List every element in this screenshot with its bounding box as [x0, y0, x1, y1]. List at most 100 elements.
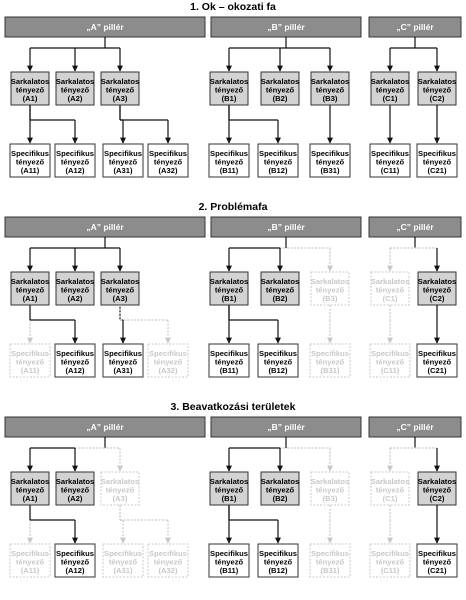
specific-box [309, 143, 351, 178]
box-label-line: Specifikus [104, 549, 142, 558]
box-label-line: Sarkalatos [371, 477, 409, 486]
specific-box [102, 143, 144, 178]
box-label-line: (B2) [273, 94, 288, 103]
factor-box [100, 71, 140, 106]
box-label-line: tényező [61, 558, 90, 567]
factor-box [260, 71, 300, 106]
section-title: 2. Problémafa [199, 201, 268, 213]
factor-box [310, 271, 350, 306]
box-label-line: Sarkalatos [210, 477, 248, 486]
box-label-line: tényező [376, 558, 405, 567]
box-label-line: (B11) [220, 166, 239, 175]
specific-box [257, 143, 299, 178]
section-title: 3. Beavatkozási területek [171, 401, 296, 413]
box-label-line: (A1) [23, 94, 38, 103]
box-label-line: tényező [423, 558, 452, 567]
specific-box [54, 143, 96, 178]
box-label-line: (B2) [273, 494, 288, 503]
box-label-line: Specifikus [371, 549, 409, 558]
box-label-line: Sarkalatos [101, 77, 139, 86]
box-label-line: Sarkalatos [11, 277, 49, 286]
box-label-line: (C1) [383, 294, 398, 303]
specific-box [9, 343, 51, 378]
box-label-line: tényező [376, 86, 405, 95]
box-label-line: (A1) [23, 494, 38, 503]
box-label-line: tényező [264, 558, 293, 567]
pillar-label: „B” pillér [267, 222, 305, 232]
box-label-line: (A1) [23, 294, 38, 303]
factor-box [100, 471, 140, 506]
specific-box [309, 543, 351, 578]
box-label-line: tényező [316, 86, 345, 95]
box-label-line: tényező [316, 358, 345, 367]
pillar-label: „C” pillér [396, 222, 434, 232]
box-label-line: Sarkalatos [311, 77, 349, 86]
box-label-line: tényező [215, 286, 244, 295]
box-label-line: tényező [266, 286, 295, 295]
box-label-line: Sarkalatos [418, 477, 456, 486]
box-label-line: (A2) [68, 94, 83, 103]
factor-box [55, 471, 95, 506]
box-label-line: tényező [16, 158, 45, 167]
box-label-line: Specifikus [104, 149, 142, 158]
specific-box [102, 343, 144, 378]
box-label-line: (C11) [381, 166, 400, 175]
box-label-line: tényező [264, 158, 293, 167]
box-label-line: tényező [316, 286, 345, 295]
box-label-line: Specifikus [56, 149, 94, 158]
box-label-line: Specifikus [418, 349, 456, 358]
factor-box [260, 471, 300, 506]
box-label-line: tényező [215, 86, 244, 95]
box-label-line: tényező [109, 158, 138, 167]
box-label-line: (A3) [113, 94, 128, 103]
pillar-label: „A” pillér [86, 422, 124, 432]
box-label-line: tényező [61, 286, 90, 295]
section-title: 1. Ok – okozati fa [190, 1, 276, 13]
box-label-line: Specifikus [418, 549, 456, 558]
box-label-line: (B11) [220, 366, 239, 375]
box-label-line: Specifikus [371, 349, 409, 358]
pillar-label: „A” pillér [86, 222, 124, 232]
specific-box [9, 143, 51, 178]
box-label-line: (C2) [430, 94, 445, 103]
specific-box [416, 543, 458, 578]
factor-box [417, 471, 457, 506]
box-label-line: (A12) [66, 566, 85, 575]
box-label-line: (A3) [113, 494, 128, 503]
box-label-line: tényező [61, 486, 90, 495]
box-label-line: tényező [376, 358, 405, 367]
specific-box [369, 143, 411, 178]
box-label-line: Specifikus [418, 149, 456, 158]
specific-box [416, 143, 458, 178]
box-label-line: tényező [106, 486, 135, 495]
specific-box [54, 543, 96, 578]
box-label-line: tényező [154, 158, 183, 167]
specific-box [257, 543, 299, 578]
box-label-line: tényező [423, 86, 452, 95]
factor-box [10, 471, 50, 506]
specific-box [208, 143, 250, 178]
box-label-line: Specifikus [259, 549, 297, 558]
factor-box [55, 271, 95, 306]
